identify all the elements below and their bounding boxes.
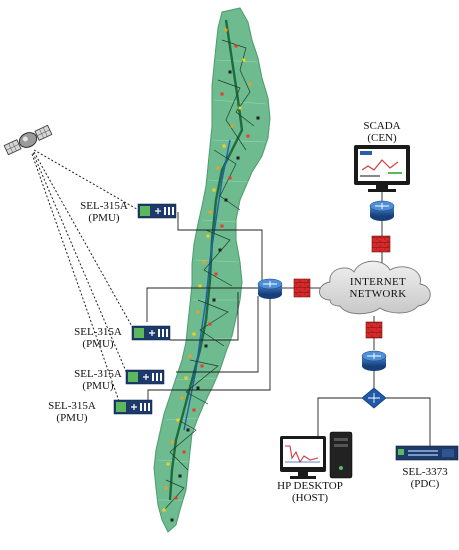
- substation-marker: [166, 462, 170, 466]
- pmu-4-role: (PMU): [56, 412, 88, 424]
- substation-marker: [178, 474, 182, 478]
- substation-marker: [174, 496, 178, 500]
- substation-marker: [192, 332, 196, 336]
- pmu-1-role: (PMU): [88, 212, 120, 224]
- scada-name: SCADA: [363, 120, 401, 132]
- substation-marker: [196, 310, 200, 314]
- substation-marker: [214, 272, 218, 276]
- internet-line-1: INTERNET: [349, 276, 407, 288]
- firewall-icon: [371, 235, 391, 253]
- pmu-device-icon: [113, 399, 153, 415]
- host-desktop-icon: [280, 431, 353, 479]
- substation-marker: [220, 224, 224, 228]
- map-landmass: [153, 7, 271, 533]
- substation-marker: [228, 70, 232, 74]
- pmu-3-model: SEL-315A: [74, 368, 122, 380]
- pmu-label-2: SEL-315A (PMU): [66, 326, 130, 350]
- substation-marker: [218, 248, 222, 252]
- firewall-icon: [365, 321, 383, 339]
- firewall-icon: [293, 278, 311, 298]
- substation-marker: [228, 176, 232, 180]
- pmu-2-model: SEL-315A: [74, 326, 122, 338]
- substation-marker: [242, 58, 246, 62]
- scada-owner: (CEN): [367, 132, 397, 144]
- substation-marker: [186, 428, 190, 432]
- pmu-device-icon: [131, 325, 171, 341]
- pmu-label-3: SEL-315A (PMU): [66, 368, 130, 392]
- substation-marker: [198, 284, 202, 288]
- host-label: HP DESKTOP (HOST): [270, 480, 350, 504]
- host-role: (HOST): [291, 492, 329, 504]
- monitor-icon: [354, 145, 410, 192]
- pmu-device-icon: [125, 369, 165, 385]
- host-name: HP DESKTOP: [277, 480, 343, 492]
- substation-marker: [224, 198, 228, 202]
- substation-marker: [230, 124, 234, 128]
- substation-marker: [182, 450, 186, 454]
- substation-marker: [206, 234, 210, 238]
- substation-marker: [208, 210, 212, 214]
- pmu-3-role: (PMU): [82, 380, 114, 392]
- pmu-label-1: SEL-315A (PMU): [72, 200, 136, 224]
- substation-marker: [188, 354, 192, 358]
- substation-marker: [180, 396, 184, 400]
- pmu-2-role: (PMU): [82, 338, 114, 350]
- substation-marker: [184, 376, 188, 380]
- substation-marker: [256, 116, 260, 120]
- substation-marker: [224, 28, 228, 32]
- country-map: [153, 7, 271, 533]
- router-icon: [257, 278, 283, 299]
- substation-marker: [220, 92, 224, 96]
- substation-markers: [162, 28, 260, 522]
- substation-marker: [164, 486, 168, 490]
- substation-marker: [196, 386, 200, 390]
- substation-marker: [192, 408, 196, 412]
- satellite-icon: [3, 124, 53, 156]
- substation-marker: [170, 440, 174, 444]
- gps-signal-lines: [31, 149, 143, 405]
- cloud-icon: [319, 260, 431, 315]
- substation-marker: [216, 166, 220, 170]
- rack-server-icon: [395, 445, 459, 461]
- grid-network-lines: [163, 39, 255, 511]
- pmu-device-icon: [137, 203, 177, 219]
- substation-marker: [170, 518, 174, 522]
- pmu-4-model: SEL-315A: [48, 400, 96, 412]
- substation-marker: [208, 322, 212, 326]
- substation-marker: [200, 364, 204, 368]
- substation-marker: [202, 260, 206, 264]
- substation-marker: [238, 106, 242, 110]
- substation-marker: [204, 344, 208, 348]
- pmu-1-model: SEL-315A: [80, 200, 128, 212]
- switch-icon: [361, 387, 387, 409]
- substation-marker: [212, 298, 216, 302]
- substation-marker: [236, 156, 240, 160]
- pmu-label-4: SEL-315A (PMU): [40, 400, 104, 424]
- substation-marker: [212, 188, 216, 192]
- scada-label: SCADA (CEN): [352, 120, 412, 144]
- pdc-model: SEL-3373: [402, 466, 448, 478]
- substation-marker: [246, 134, 250, 138]
- internet-label: INTERNET NETWORK: [336, 276, 420, 300]
- pdc-role: (PDC): [410, 478, 440, 490]
- substation-marker: [248, 82, 252, 86]
- router-icon: [361, 350, 387, 371]
- pdc-label: SEL-3373 (PDC): [392, 466, 458, 490]
- substation-marker: [234, 44, 238, 48]
- substation-marker: [222, 144, 226, 148]
- substation-marker: [176, 418, 180, 422]
- router-icon: [369, 200, 395, 221]
- substation-marker: [162, 508, 166, 512]
- internet-line-2: NETWORK: [349, 288, 407, 300]
